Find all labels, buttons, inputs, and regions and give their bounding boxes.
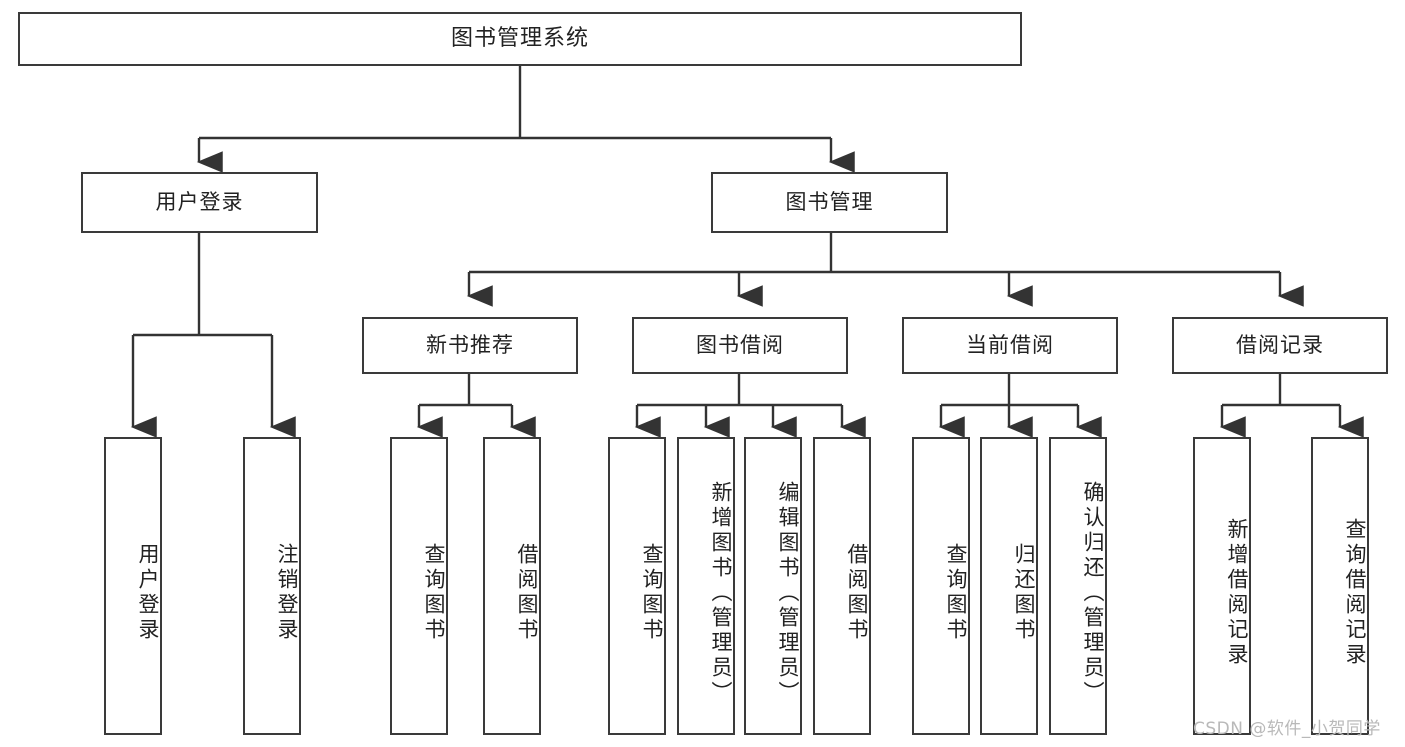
node-book-borrow[interactable]: 图书借阅	[632, 317, 848, 374]
node-user-login[interactable]: 用户登录	[81, 172, 318, 233]
leaf-label: 注销登录	[275, 543, 299, 643]
leaf-new-book-query[interactable]: 查询图书	[390, 437, 448, 735]
leaf-label: 借阅图书	[515, 543, 539, 643]
node-root-system[interactable]: 图书管理系统	[18, 12, 1022, 66]
leaf-label: 借阅图书	[845, 543, 869, 643]
leaf-current-borrow-confirm[interactable]: 确认归还（管理员）	[1049, 437, 1107, 735]
node-borrow-record[interactable]: 借阅记录	[1172, 317, 1388, 374]
leaf-borrow-record-add[interactable]: 新增借阅记录	[1193, 437, 1251, 735]
leaf-label: 查询图书	[422, 543, 446, 643]
leaf-label: 查询图书	[640, 543, 664, 643]
leaf-label: 用户登录	[136, 543, 160, 643]
leaf-user-login-login[interactable]: 用户登录	[104, 437, 162, 735]
leaf-label: 编辑图书（管理员）	[776, 480, 800, 706]
leaf-book-borrow-borrow[interactable]: 借阅图书	[813, 437, 871, 735]
node-current-borrow[interactable]: 当前借阅	[902, 317, 1118, 374]
leaf-label: 查询借阅记录	[1343, 518, 1367, 668]
watermark-text: CSDN @软件_小贺同学	[1193, 719, 1381, 739]
leaf-book-borrow-query[interactable]: 查询图书	[608, 437, 666, 735]
leaf-label: 查询图书	[944, 543, 968, 643]
leaf-user-login-logout[interactable]: 注销登录	[243, 437, 301, 735]
leaf-current-borrow-return[interactable]: 归还图书	[980, 437, 1038, 735]
leaf-label: 确认归还（管理员）	[1081, 480, 1105, 706]
leaf-book-borrow-add[interactable]: 新增图书（管理员）	[677, 437, 735, 735]
leaf-current-borrow-query[interactable]: 查询图书	[912, 437, 970, 735]
leaf-book-borrow-edit[interactable]: 编辑图书（管理员）	[744, 437, 802, 735]
leaf-new-book-borrow[interactable]: 借阅图书	[483, 437, 541, 735]
leaf-label: 新增图书（管理员）	[709, 480, 733, 706]
node-book-manage[interactable]: 图书管理	[711, 172, 948, 233]
leaf-label: 新增借阅记录	[1225, 518, 1249, 668]
leaf-borrow-record-query[interactable]: 查询借阅记录	[1311, 437, 1369, 735]
node-new-book-recommend[interactable]: 新书推荐	[362, 317, 578, 374]
leaf-label: 归还图书	[1012, 543, 1036, 643]
